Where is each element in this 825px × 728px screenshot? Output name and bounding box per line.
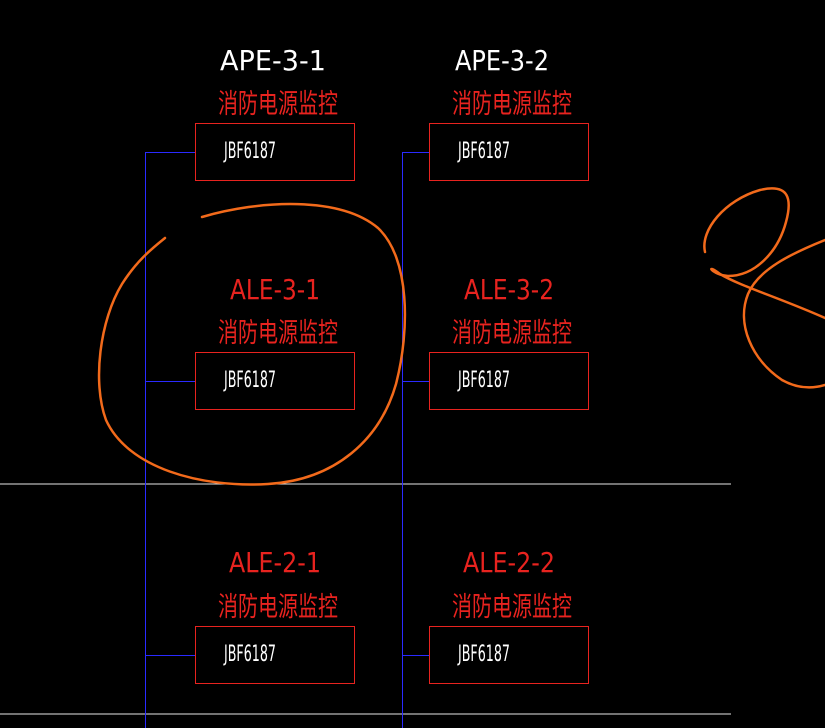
panel-ale-2-2: ALE-2-2 消防电源监控 JBF6187 bbox=[402, 546, 589, 684]
module-box bbox=[195, 123, 355, 181]
module-box bbox=[429, 352, 589, 410]
module-code: JBF6187 bbox=[223, 368, 276, 393]
module-code: JBF6187 bbox=[457, 368, 510, 393]
panel-ape-3-2: APE-3-2 消防电源监控 JBF6187 bbox=[402, 44, 589, 181]
panel-ale-2-1: ALE-2-1 消防电源监控 JBF6187 bbox=[145, 546, 355, 684]
module-code: JBF6187 bbox=[457, 139, 510, 164]
module-code: JBF6187 bbox=[223, 139, 276, 164]
panel-desc: 消防电源监控 bbox=[218, 318, 338, 349]
module-box bbox=[195, 352, 355, 410]
panel-desc: 消防电源监控 bbox=[452, 318, 572, 349]
annotation-scribble bbox=[703, 187, 825, 320]
panel-name: ALE-3-2 bbox=[464, 273, 554, 306]
panel-ape-3-1: APE-3-1 消防电源监控 JBF6187 bbox=[145, 44, 355, 181]
annotation-scribble bbox=[742, 238, 825, 389]
module-code: JBF6187 bbox=[457, 642, 510, 667]
panel-ale-3-2: ALE-3-2 消防电源监控 JBF6187 bbox=[402, 273, 589, 410]
module-box bbox=[195, 626, 355, 684]
module-box bbox=[429, 626, 589, 684]
panel-name: APE-3-2 bbox=[455, 44, 549, 77]
panel-name: ALE-2-1 bbox=[229, 546, 321, 579]
panel-desc: 消防电源监控 bbox=[218, 592, 338, 623]
annotation-circle bbox=[97, 202, 407, 486]
panel-desc: 消防电源监控 bbox=[452, 89, 572, 120]
module-code: JBF6187 bbox=[223, 642, 276, 667]
panel-name: ALE-3-1 bbox=[230, 273, 320, 306]
module-box bbox=[429, 123, 589, 181]
panel-name: APE-3-1 bbox=[220, 44, 326, 77]
panel-desc: 消防电源监控 bbox=[218, 89, 338, 120]
panel-desc: 消防电源监控 bbox=[452, 592, 572, 623]
panel-name: ALE-2-2 bbox=[463, 546, 555, 579]
panel-ale-3-1: ALE-3-1 消防电源监控 JBF6187 bbox=[145, 273, 355, 410]
